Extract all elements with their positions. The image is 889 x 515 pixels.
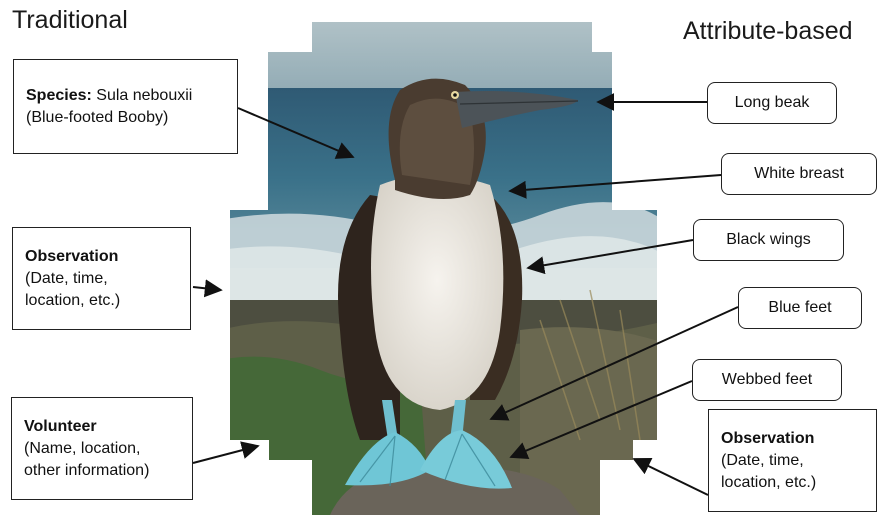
- volunteer-line-1: (Name, location,: [24, 438, 180, 460]
- tag-blue-feet: Blue feet: [738, 287, 862, 329]
- observation-right-line-1: (Date, time,: [721, 450, 864, 472]
- observation-label: Observation: [25, 246, 178, 268]
- attribute-based-heading: Attribute-based: [683, 17, 853, 46]
- observation-line-1: (Date, time,: [25, 268, 178, 290]
- observation-box-left: Observation (Date, time, location, etc.): [12, 227, 191, 330]
- species-label: Species:: [26, 87, 92, 104]
- tag-white-breast: White breast: [721, 153, 877, 195]
- observation-line-2: location, etc.): [25, 290, 178, 312]
- tag-long-beak: Long beak: [707, 82, 837, 124]
- observation-right-line-2: location, etc.): [721, 472, 864, 494]
- volunteer-label: Volunteer: [24, 416, 180, 438]
- tag-black-wings: Black wings: [693, 219, 844, 261]
- species-line: Species: Sula nebouxii: [26, 85, 225, 107]
- volunteer-line-2: other information): [24, 460, 180, 482]
- species-value: Sula nebouxii: [96, 87, 192, 104]
- species-box: Species: Sula nebouxii (Blue-footed Boob…: [13, 59, 238, 154]
- tag-webbed-feet: Webbed feet: [692, 359, 842, 401]
- species-common-name: (Blue-footed Booby): [26, 107, 225, 129]
- observation-right-label: Observation: [721, 428, 864, 450]
- observation-box-right: Observation (Date, time, location, etc.): [708, 409, 877, 512]
- volunteer-box: Volunteer (Name, location, other informa…: [11, 397, 193, 500]
- traditional-heading: Traditional: [12, 6, 128, 35]
